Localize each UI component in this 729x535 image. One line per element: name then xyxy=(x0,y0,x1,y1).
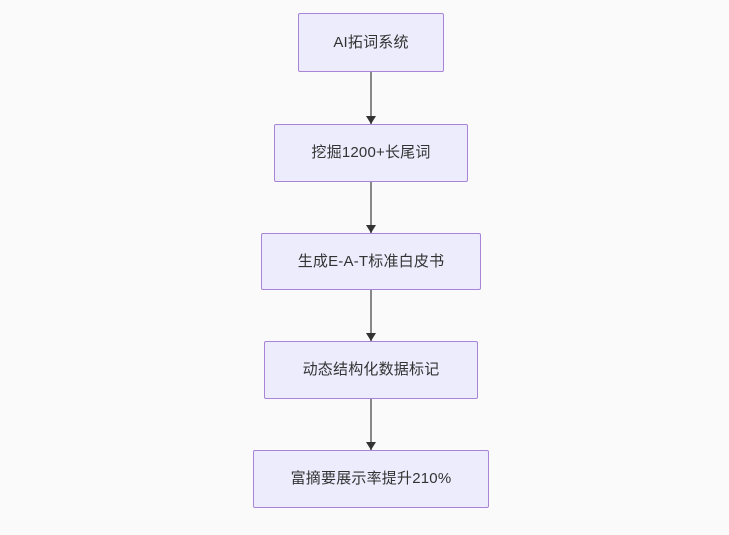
edge-line xyxy=(370,182,372,233)
edge-n4-n5 xyxy=(366,399,376,450)
flowchart-node-mine-longtail-keywords[interactable]: 挖掘1200+长尾词 xyxy=(274,124,468,182)
edge-line xyxy=(370,290,372,341)
edge-line xyxy=(370,72,372,124)
arrowhead-icon xyxy=(366,225,376,233)
flowchart-node-generate-eat-whitepaper[interactable]: 生成E-A-T标准白皮书 xyxy=(261,233,481,290)
edge-line xyxy=(370,399,372,450)
node-label: 富摘要展示率提升210% xyxy=(290,470,452,487)
edge-n2-n3 xyxy=(366,182,376,233)
flowchart-node-ai-keyword-system[interactable]: AI拓词系统 xyxy=(298,13,444,72)
edge-n1-n2 xyxy=(366,72,376,124)
edge-n3-n4 xyxy=(366,290,376,341)
arrowhead-icon xyxy=(366,333,376,341)
node-label: AI拓词系统 xyxy=(333,33,409,51)
node-label: 动态结构化数据标记 xyxy=(302,361,440,378)
node-label: 挖掘1200+长尾词 xyxy=(311,144,431,161)
arrowhead-icon xyxy=(366,442,376,450)
flowchart-node-dynamic-structured-data-markup[interactable]: 动态结构化数据标记 xyxy=(264,341,478,399)
arrowhead-icon xyxy=(366,116,376,124)
flowchart-node-rich-snippet-rate-increase[interactable]: 富摘要展示率提升210% xyxy=(253,450,489,508)
node-label: 生成E-A-T标准白皮书 xyxy=(297,252,445,270)
